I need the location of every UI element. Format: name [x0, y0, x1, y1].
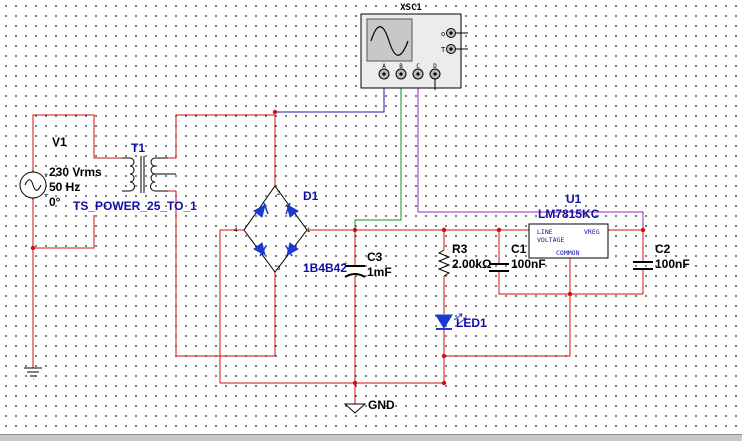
- ground-symbol-left[interactable]: [24, 367, 42, 380]
- t1-ref-label: T1: [131, 141, 145, 155]
- led-led1[interactable]: [435, 313, 467, 330]
- wire-source-top[interactable]: [32, 114, 122, 172]
- scope-channel-d-label: D: [433, 63, 437, 70]
- transformer-t1[interactable]: [122, 156, 176, 193]
- svg-text:+: +: [343, 259, 348, 268]
- c1-value-label: 100nF: [511, 257, 546, 271]
- u1-pin-common: COMMON: [556, 249, 580, 257]
- wire-regulator-out[interactable]: [608, 229, 644, 262]
- scope-channel-terminals: [378, 68, 441, 90]
- d1-pin-4: 4: [234, 228, 238, 234]
- ground-symbol-main[interactable]: [343, 403, 367, 414]
- capacitor-c1[interactable]: [489, 263, 509, 272]
- wire-c1-bottom[interactable]: [498, 271, 643, 295]
- u1-pin-line: LINE: [537, 228, 553, 236]
- v1-frequency-label: 50 Hz: [49, 180, 80, 194]
- d1-model-label: 1B4B42: [303, 261, 347, 275]
- junctions: [30, 109, 646, 386]
- bottom-scrollbar[interactable]: [0, 434, 742, 441]
- u1-model-label: LM7815KC: [538, 207, 600, 221]
- scope-terminal-o-label: o: [441, 30, 445, 38]
- c3-ref-label: C3: [367, 250, 383, 264]
- scope-channel-a-label: A: [382, 63, 386, 70]
- scope-trace: [370, 26, 409, 56]
- c3-value-label: 1mF: [367, 265, 392, 279]
- led1-ref-label: LED1: [456, 316, 487, 330]
- resistor-r3[interactable]: [437, 249, 451, 277]
- wire-secondary-top[interactable]: [168, 114, 276, 186]
- bridge-rectifier-d1[interactable]: [243, 185, 308, 273]
- wires: [32, 80, 644, 404]
- c2-value-label: 100nF: [655, 257, 690, 271]
- d1-pin-3: 3: [277, 266, 281, 272]
- regulator-u1[interactable]: LINE VOLTAGE VREG COMMON: [528, 223, 609, 259]
- c2-ref-label: C2: [655, 242, 671, 256]
- r3-value-label: 2.00kΩ: [452, 257, 492, 271]
- d1-pin-2: 2: [277, 191, 281, 197]
- v1-phase-label: 0°: [49, 195, 61, 209]
- c1-ref-label: C1: [511, 242, 527, 256]
- u1-ref-label: U1: [566, 192, 582, 206]
- r3-ref-label: R3: [452, 242, 468, 256]
- ground-label: GND: [368, 398, 395, 412]
- oscilloscope-xsc1[interactable]: XSC1 o T A B C D: [360, 3, 468, 90]
- scope-screen: [366, 18, 413, 62]
- wire-bridge-negative[interactable]: [219, 229, 444, 384]
- u1-pin-vreg: VREG: [584, 228, 600, 236]
- v1-voltage-label: 230 Vrms: [49, 165, 102, 179]
- u1-pin-voltage: VOLTAGE: [537, 236, 564, 244]
- wire-scope-c[interactable]: [417, 80, 644, 230]
- wire-scope-a[interactable]: [275, 80, 385, 113]
- scope-terminal-t-label: T: [441, 46, 446, 54]
- wire-secondary-bottom[interactable]: [168, 190, 276, 357]
- d1-ref-label: D1: [303, 189, 319, 203]
- ac-source-v1[interactable]: + −: [19, 170, 49, 200]
- wire-source-bottom[interactable]: [32, 198, 95, 249]
- capacitor-c3[interactable]: +: [343, 259, 366, 278]
- scope-channel-b-label: B: [399, 63, 403, 70]
- wire-regulator-common[interactable]: [444, 258, 571, 357]
- svg-text:−: −: [44, 190, 49, 199]
- svg-text:+: +: [44, 172, 48, 179]
- d1-pin-1: 1: [307, 228, 311, 234]
- v1-ref-label: V1: [52, 135, 67, 149]
- scope-channel-c-label: C: [416, 63, 420, 70]
- scope-ref-label: XSC1: [400, 3, 422, 13]
- t1-model-label: TS_POWER_25_TO_1: [73, 199, 197, 213]
- wire-scope-b[interactable]: [354, 80, 402, 230]
- capacitor-c2[interactable]: [633, 261, 653, 270]
